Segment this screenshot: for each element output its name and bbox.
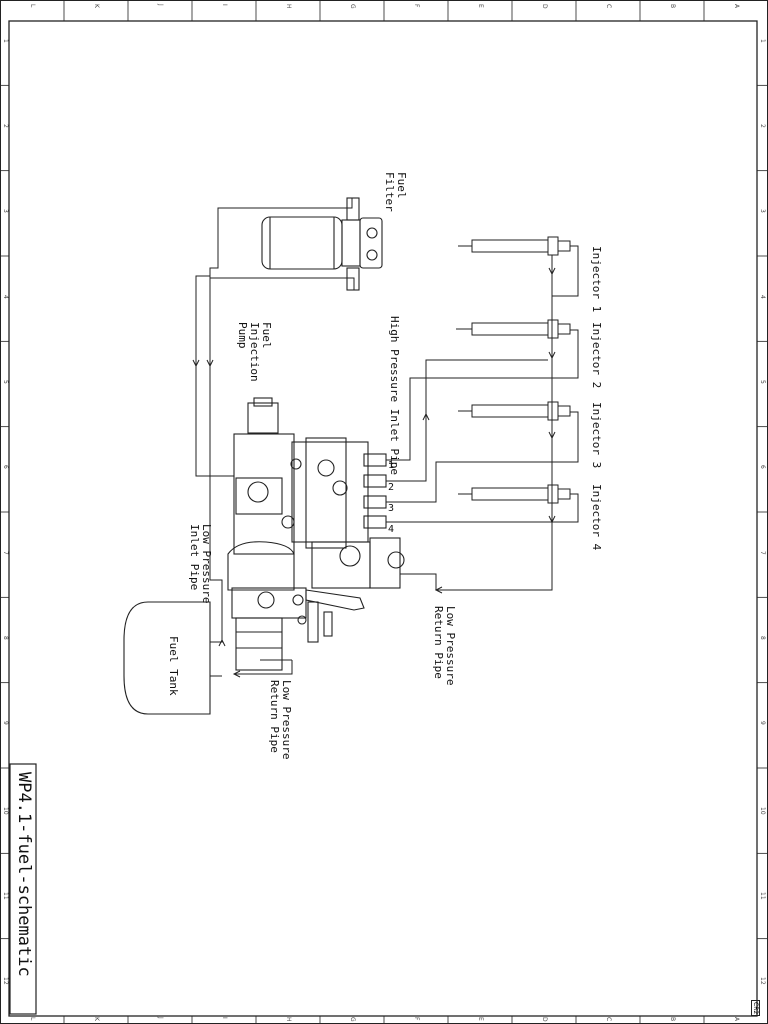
corner-stamp: CR2	[751, 1000, 760, 1017]
zone-label-right: 11	[759, 892, 766, 900]
zone-label-left: 7	[2, 550, 9, 555]
zone-label-right: 5	[759, 380, 766, 384]
zone-label-left: 8	[2, 636, 9, 640]
zone-label-bottom: H	[285, 1017, 292, 1022]
zone-label-top: B	[669, 4, 676, 9]
zone-label-right: 9	[759, 721, 766, 726]
zone-label-left: 2	[2, 124, 9, 128]
zone-label-bottom: A	[733, 1017, 740, 1022]
injector-4-label: Injector 4	[590, 484, 603, 551]
zone-label-bottom: B	[669, 1017, 676, 1022]
high-pressure-pipes	[386, 245, 579, 523]
zone-label-top: C	[605, 4, 612, 9]
zone-label-right: 10	[759, 806, 766, 815]
outlet-number-2: 2	[388, 482, 395, 493]
zone-label-left: 9	[2, 721, 9, 726]
zone-label-left: 12	[2, 977, 9, 985]
injector-3-label: Injector 3	[590, 402, 603, 469]
zone-label-top: G	[349, 4, 356, 9]
inner-frame	[8, 20, 758, 1017]
zone-label-bottom: I	[221, 1017, 228, 1019]
zone-label-top: F	[413, 4, 420, 8]
zone-label-top: E	[477, 4, 484, 8]
injector-3-drawing	[458, 401, 571, 421]
outlet-number-1: 1	[388, 460, 395, 471]
zone-label-right: 12	[759, 977, 766, 985]
zone-label-right: 1	[759, 38, 766, 43]
injector-1-drawing	[458, 236, 571, 256]
zone-label-top: D	[541, 4, 548, 9]
zone-label-left: 1	[2, 38, 9, 43]
zone-label-right: 6	[759, 465, 766, 470]
zone-label-right: 2	[759, 124, 766, 128]
zone-label-bottom: D	[541, 1017, 548, 1022]
low-pressure-inlet-pipe-label: Low Pressure Inlet Pipe	[188, 524, 213, 604]
flow-arrows	[192, 267, 556, 678]
zone-label-bottom: F	[413, 1017, 420, 1021]
zone-label-left: 3	[2, 209, 9, 214]
fuel-tank-label: Fuel Tank	[167, 636, 180, 696]
zone-label-top: A	[733, 4, 740, 9]
zone-label-top: K	[93, 4, 100, 8]
zone-label-right: 4	[759, 294, 766, 299]
zone-label-bottom: G	[349, 1017, 356, 1022]
zone-label-left: 6	[2, 465, 9, 470]
zone-label-left: 11	[2, 892, 9, 900]
zone-label-top: L	[29, 4, 36, 8]
zone-label-bottom: L	[29, 1017, 36, 1021]
high-pressure-inlet-pipe-label: High Pressure Inlet Pipe	[388, 316, 401, 475]
injector-1-label: Injector 1	[590, 246, 603, 313]
title-block	[9, 763, 37, 1015]
outlet-number-4: 4	[388, 524, 395, 535]
zone-label-bottom: C	[605, 1017, 612, 1022]
outlet-number-3: 3	[388, 503, 395, 514]
low-pressure-supply-pipe	[195, 198, 355, 643]
zone-label-top: I	[221, 4, 228, 6]
zone-label-top: H	[285, 4, 292, 9]
zone-label-bottom: J	[157, 1017, 164, 1019]
fuel-injection-pump-label: Fuel Injection Pump	[236, 322, 273, 382]
zone-label-right: 8	[759, 636, 766, 640]
zone-label-top: J	[157, 4, 164, 6]
fuel-filter-drawing	[261, 197, 383, 291]
fuel-tank-outline	[123, 601, 211, 715]
low-pressure-return-pipe-right-label: Low Pressure Return Pipe	[432, 606, 457, 686]
fuel-filter-label: Fuel Filter	[383, 172, 408, 212]
zone-label-left: 5	[2, 380, 9, 384]
zone-label-left: 10	[2, 806, 9, 815]
drawing-title: WP4.1-fuel-schematic	[14, 772, 34, 977]
zone-label-bottom: E	[477, 1017, 484, 1021]
injector-2-drawing	[456, 319, 571, 339]
injector-2-label: Injector 2	[590, 322, 603, 389]
zone-label-right: 3	[759, 209, 766, 214]
injector-4-drawing	[458, 484, 571, 504]
zone-label-left: 4	[2, 294, 9, 299]
low-pressure-return-pipe-bottom-label: Low Pressure Return Pipe	[268, 680, 293, 760]
fuel-injection-pump-drawing	[227, 397, 405, 671]
zone-label-right: 7	[759, 550, 766, 555]
zone-label-bottom: K	[93, 1017, 100, 1021]
